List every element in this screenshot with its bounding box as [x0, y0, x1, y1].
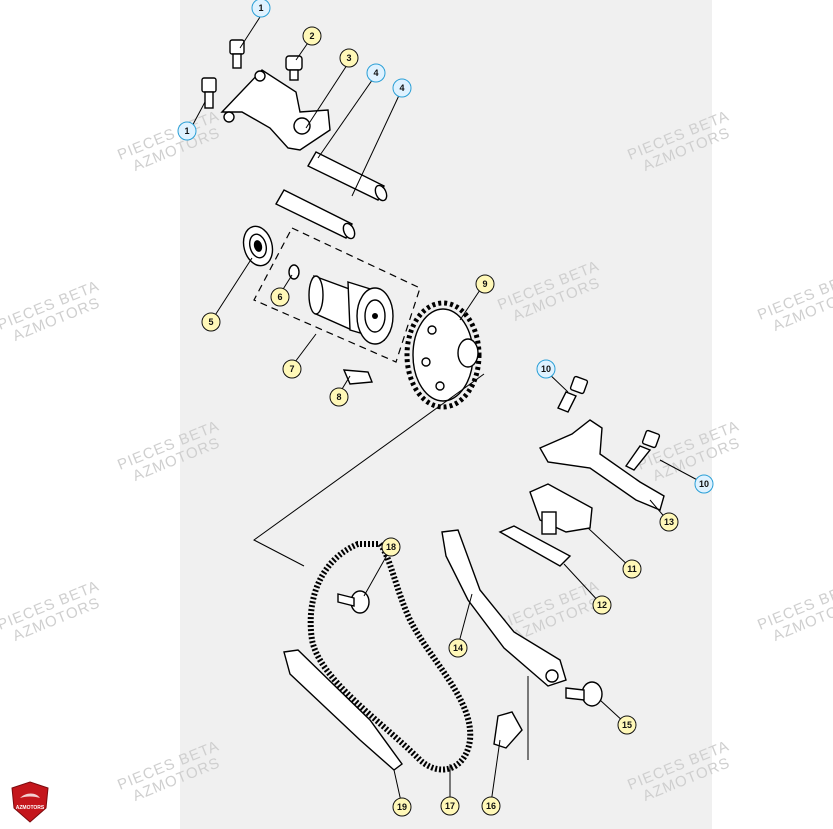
callout-4b[interactable]: 4: [392, 78, 412, 98]
callout-circle: [448, 638, 468, 658]
callout-number: 1: [184, 126, 189, 136]
callout-number: 10: [699, 479, 709, 489]
callout-11[interactable]: 11: [622, 559, 642, 579]
bolt-part-2: [285, 55, 303, 81]
callout-2[interactable]: 2: [302, 26, 322, 46]
callout-13[interactable]: 13: [659, 512, 679, 532]
bolt-part-1b: [201, 77, 217, 109]
callout-number: 8: [336, 392, 341, 402]
watermarks: PIECES BETA AZMOTORS PIECES BETA AZMOTOR…: [0, 107, 833, 804]
pin-part-4a: [307, 151, 388, 202]
sprocket-part-9: [404, 300, 482, 410]
guide-part-13: [539, 419, 665, 511]
gasket-part-12: [498, 525, 572, 567]
callout-8[interactable]: 8: [329, 387, 349, 407]
callout-circle: [440, 796, 460, 816]
leader-lines: [189, 16, 704, 807]
bolt-part-1a: [229, 39, 245, 69]
callout-number: 13: [664, 517, 674, 527]
chain-part-17: [307, 541, 474, 773]
callout-3[interactable]: 3: [339, 48, 359, 68]
callout-18[interactable]: 18: [381, 537, 401, 557]
callout-4a[interactable]: 4: [366, 63, 386, 83]
callout-number: 16: [486, 801, 496, 811]
callout-number: 12: [597, 600, 607, 610]
callout-circle: [329, 387, 349, 407]
callout-number: 11: [627, 564, 637, 574]
diagram-panel: [180, 0, 712, 829]
callout-number: 2: [309, 31, 314, 41]
callout-number: 7: [289, 364, 294, 374]
callout-number: 15: [622, 720, 632, 730]
callout-circle: [475, 274, 495, 294]
tensioner-part-11: [529, 483, 593, 535]
callout-number: 4: [373, 68, 378, 78]
callout-circle: [381, 537, 401, 557]
bolt-part-18: [337, 590, 370, 614]
callout-7[interactable]: 7: [282, 359, 302, 379]
callout-1a[interactable]: 1: [251, 0, 271, 18]
callout-number: 5: [208, 317, 213, 327]
callout-19[interactable]: 19: [392, 797, 412, 817]
callout-circle: [366, 63, 386, 83]
callout-circle: [339, 48, 359, 68]
callout-circle: [694, 474, 714, 494]
callout-circle: [592, 595, 612, 615]
callout-12[interactable]: 12: [592, 595, 612, 615]
callout-number: 4: [399, 83, 404, 93]
guide-part-19: [283, 649, 403, 771]
callout-circle: [536, 359, 556, 379]
callout-14[interactable]: 14: [448, 638, 468, 658]
callout-17[interactable]: 17: [440, 796, 460, 816]
callout-circle: [251, 0, 271, 18]
camshaft-assembly-outline: [253, 227, 421, 363]
pin-part-4b: [275, 189, 356, 240]
lever-part-8: [342, 369, 373, 385]
callout-number: 6: [277, 292, 282, 302]
camshaft-part-7: [308, 274, 394, 345]
logo-text: AZMOTORS: [16, 805, 45, 811]
chain-guide-part-14: [441, 529, 567, 687]
callout-number: 3: [346, 53, 351, 63]
callout-circle: [177, 121, 197, 141]
callout-circle: [659, 512, 679, 532]
callout-6[interactable]: 6: [270, 287, 290, 307]
callout-circle: [392, 78, 412, 98]
callout-circle: [617, 715, 637, 735]
callout-number: 19: [397, 802, 407, 812]
callout-circle: [201, 312, 221, 332]
callout-number: 1: [258, 3, 263, 13]
callout-number: 17: [445, 801, 455, 811]
callout-number: 18: [386, 542, 396, 552]
callout-circle: [302, 26, 322, 46]
bolt-part-15: [565, 681, 603, 707]
clip-part-16: [493, 711, 523, 749]
callout-10a[interactable]: 10: [536, 359, 556, 379]
callout-circle: [481, 796, 501, 816]
callout-circle: [622, 559, 642, 579]
bolt-part-10a: [557, 375, 589, 413]
callout-15[interactable]: 15: [617, 715, 637, 735]
azmotors-logo: AZMOTORS: [11, 781, 49, 823]
callout-16[interactable]: 16: [481, 796, 501, 816]
callout-number: 10: [541, 364, 551, 374]
callout-10b[interactable]: 10: [694, 474, 714, 494]
callout-circle: [270, 287, 290, 307]
callout-5[interactable]: 5: [201, 312, 221, 332]
bearing-part-5: [242, 225, 274, 267]
callout-number: 9: [482, 279, 487, 289]
bracket-part-3: [220, 69, 331, 151]
callout-circle: [392, 797, 412, 817]
bolt-part-10b: [624, 429, 661, 471]
callout-number: 14: [453, 643, 463, 653]
callout-9[interactable]: 9: [475, 274, 495, 294]
callout-circle: [282, 359, 302, 379]
callout-1b[interactable]: 1: [177, 121, 197, 141]
